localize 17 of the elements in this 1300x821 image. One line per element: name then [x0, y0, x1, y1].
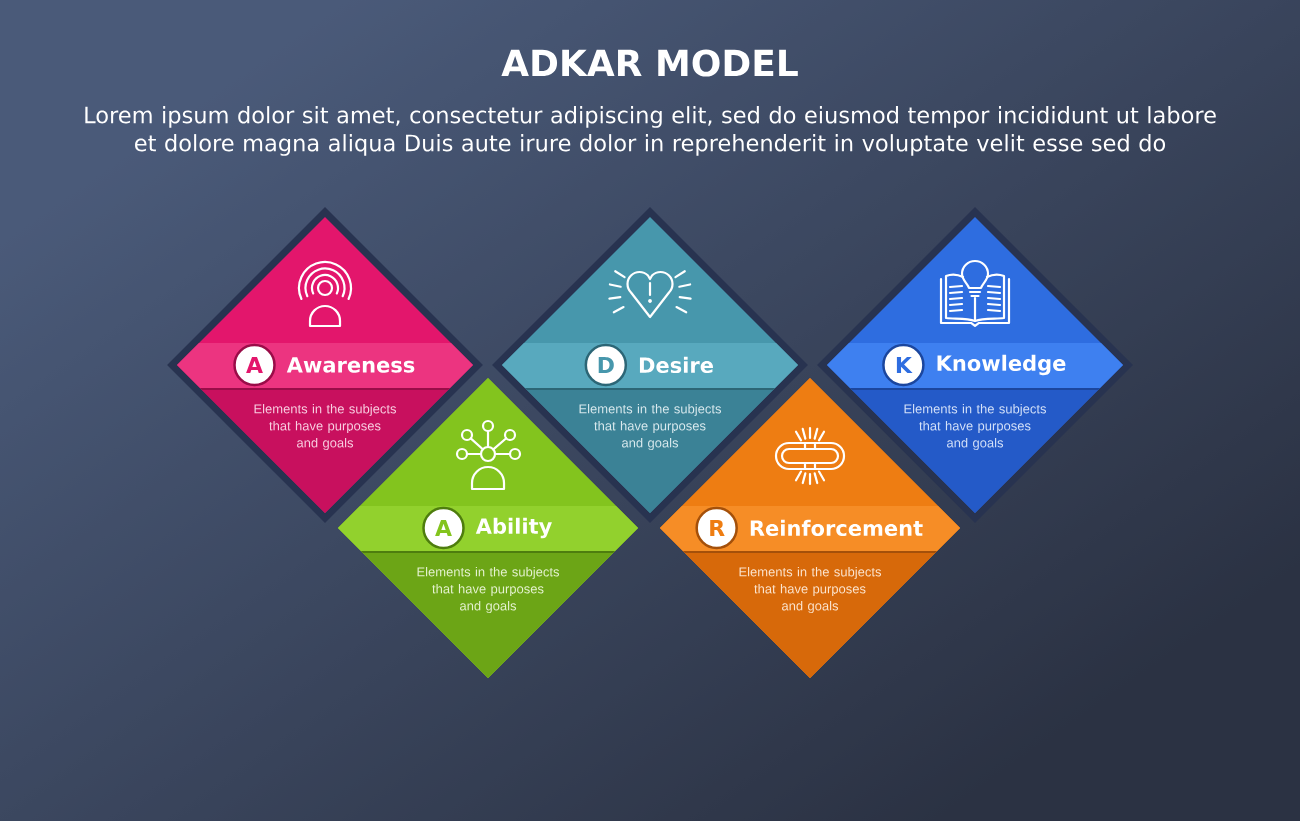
description-text: Elements in the subjects that have purposes and goals	[579, 403, 722, 451]
letter-badge: A	[233, 343, 276, 387]
letter-badge: K	[882, 343, 925, 387]
description-text: Elements in the subjects that have purposes and goals	[739, 566, 882, 614]
letter-badge: R	[695, 506, 738, 550]
heading: Awareness	[286, 357, 415, 373]
description-text: Elements in the subjects that have purposes and goals	[904, 403, 1047, 451]
heading: Desire	[639, 356, 713, 374]
letter-badge: A	[422, 506, 465, 550]
letter-badge: D	[584, 343, 628, 387]
title: ADKAR MODEL	[501, 49, 798, 77]
heading: Knowledge	[937, 354, 1066, 376]
subtitle-text: Lorem ipsum dolor sit amet, consectetur adipiscing elit, sed do eiusmod tempor incididunt ut labore et dolore magna aliqua Duis aute irure dolor in reprehenderit in voluptate velit esse sed do	[85, 106, 1216, 156]
description-text: Elements in the subjects that have purposes and goals	[417, 566, 560, 614]
heading: Reinforcement	[750, 519, 923, 537]
heading: Ability	[475, 517, 552, 539]
description-text: Elements in the subjects that have purposes and goals	[254, 403, 397, 451]
